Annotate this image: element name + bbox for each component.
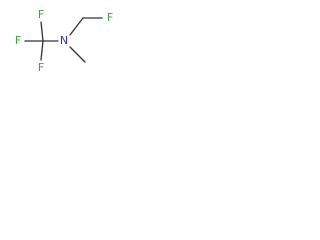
atom-fluorine-top: F: [38, 8, 44, 21]
atom-fluorine-bottom: F: [38, 61, 44, 74]
bond-cf3-f-bottom: [40, 40, 44, 61]
atom-fluorine-left: F: [15, 34, 21, 47]
bond-cf3-f-top: [40, 21, 44, 42]
chemical-structure-diagram: F F F F N: [15, 8, 113, 74]
atom-fluorine-right: F: [107, 11, 113, 24]
atom-nitrogen: N: [60, 34, 68, 47]
bond-n-ch2: [69, 17, 84, 36]
bond-n-methyl: [69, 46, 86, 63]
